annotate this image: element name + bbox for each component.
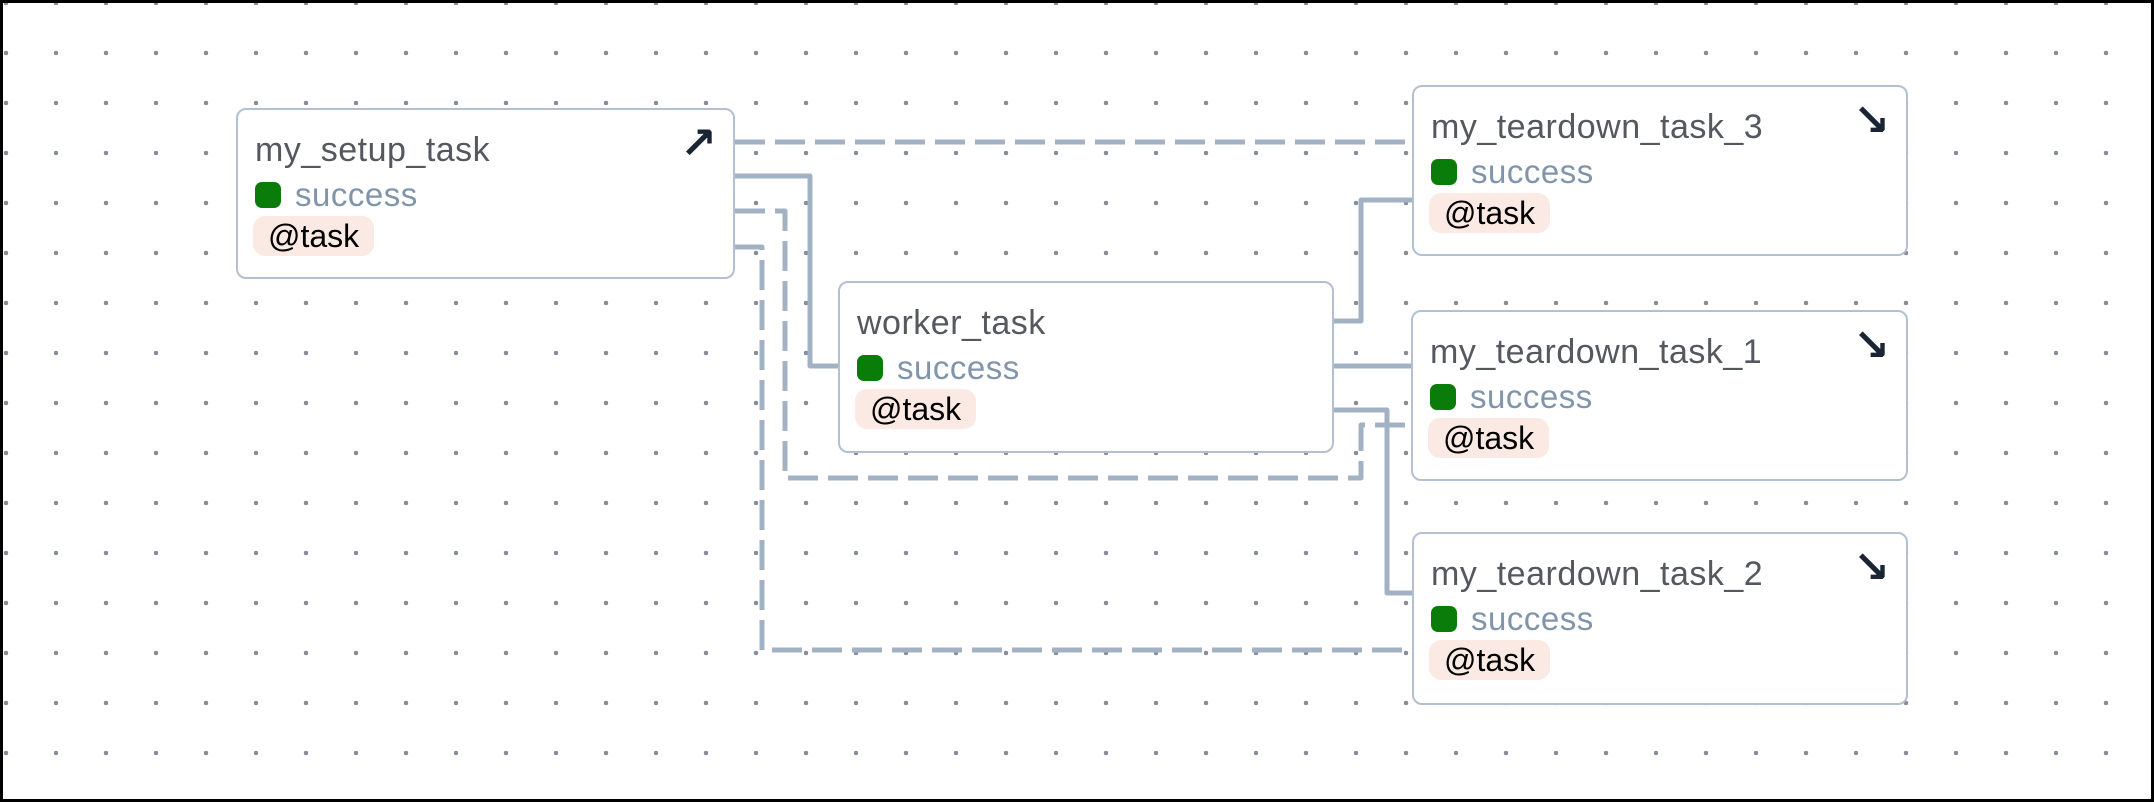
edge-my_setup_task-to-worker_task xyxy=(735,173,838,369)
teardown-arrow-icon: ↘ xyxy=(1853,96,1890,145)
task-state-label: success xyxy=(1471,153,1594,190)
task-state-label: success xyxy=(1470,378,1593,415)
task-node-my-teardown-task-3[interactable]: my_teardown_task_3 ↘ success @task xyxy=(1412,85,1908,256)
task-decorator-badge: @task xyxy=(1428,418,1550,458)
task-decorator-badge: @task xyxy=(855,389,977,429)
task-state-row: success xyxy=(1430,377,1888,417)
edge-worker_task-to-my_teardown_task_2 xyxy=(1334,407,1412,596)
success-state-swatch xyxy=(1431,606,1457,632)
task-node-my-teardown-task-2[interactable]: my_teardown_task_2 ↘ success @task xyxy=(1412,532,1908,705)
task-node-my-setup-task[interactable]: my_setup_task ↗ success @task xyxy=(236,108,735,279)
task-state-label: success xyxy=(897,349,1020,386)
task-decorator-badge: @task xyxy=(253,216,375,256)
setup-arrow-icon: ↗ xyxy=(680,119,717,168)
task-title: worker_task xyxy=(857,304,1046,342)
success-state-swatch xyxy=(857,355,883,381)
task-state-row: success xyxy=(857,348,1314,388)
success-state-swatch xyxy=(1431,159,1457,185)
task-decorator-badge: @task xyxy=(1429,193,1551,233)
teardown-arrow-icon: ↘ xyxy=(1853,321,1890,370)
edge-worker_task-to-my_teardown_task_3 xyxy=(1334,197,1412,324)
teardown-arrow-icon: ↘ xyxy=(1853,543,1890,592)
task-node-my-teardown-task-1[interactable]: my_teardown_task_1 ↘ success @task xyxy=(1411,310,1908,481)
edge-my_setup_task-to-my_teardown_task_2 xyxy=(735,244,1412,653)
task-title: my_teardown_task_1 xyxy=(1430,333,1763,371)
task-state-row: success xyxy=(1431,599,1888,639)
task-title: my_teardown_task_3 xyxy=(1431,108,1764,146)
task-title: my_teardown_task_2 xyxy=(1431,555,1764,593)
success-state-swatch xyxy=(255,182,281,208)
edge-layer xyxy=(735,139,1412,653)
task-state-label: success xyxy=(295,176,418,213)
task-state-row: success xyxy=(255,175,715,215)
task-node-worker-task[interactable]: worker_task success @task xyxy=(838,281,1334,453)
task-state-row: success xyxy=(1431,152,1888,192)
task-state-label: success xyxy=(1471,600,1594,637)
success-state-swatch xyxy=(1430,384,1456,410)
task-decorator-badge: @task xyxy=(1429,640,1551,680)
task-title: my_setup_task xyxy=(255,131,491,169)
edge-my_setup_task-to-my_teardown_task_1 xyxy=(735,208,1411,481)
